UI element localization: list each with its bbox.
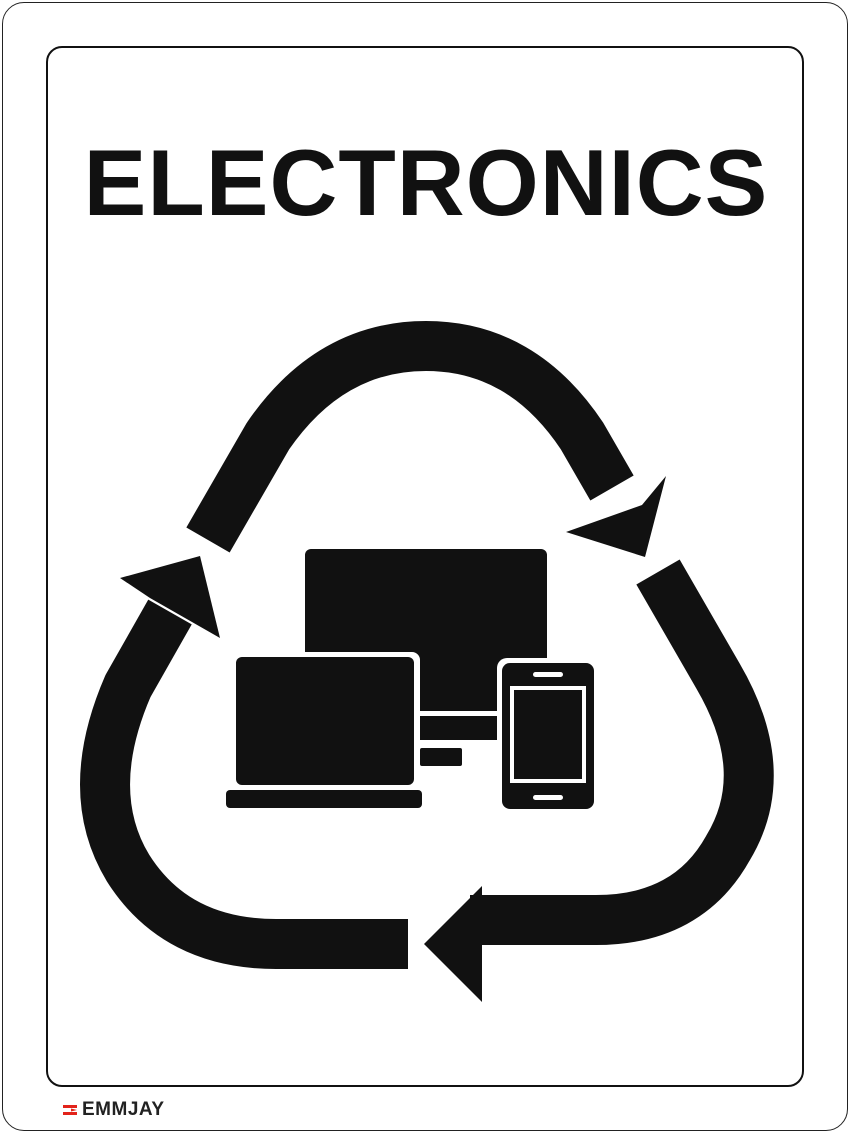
sign-inner-border: [46, 46, 804, 1087]
smartphone-icon: [497, 658, 599, 814]
emmjay-logo-icon: [63, 1105, 77, 1115]
sign-title: ELECTRONICS: [83, 130, 769, 235]
recycle-arrow-left-icon: [80, 556, 408, 969]
recycle-arrow-right-icon: [424, 559, 774, 1002]
laptop-icon: [226, 652, 422, 808]
brand-logo: EMMJAY: [62, 1097, 165, 1123]
recycle-arrow-top-icon: [186, 321, 666, 557]
brand-name: EMMJAY: [82, 1099, 165, 1120]
